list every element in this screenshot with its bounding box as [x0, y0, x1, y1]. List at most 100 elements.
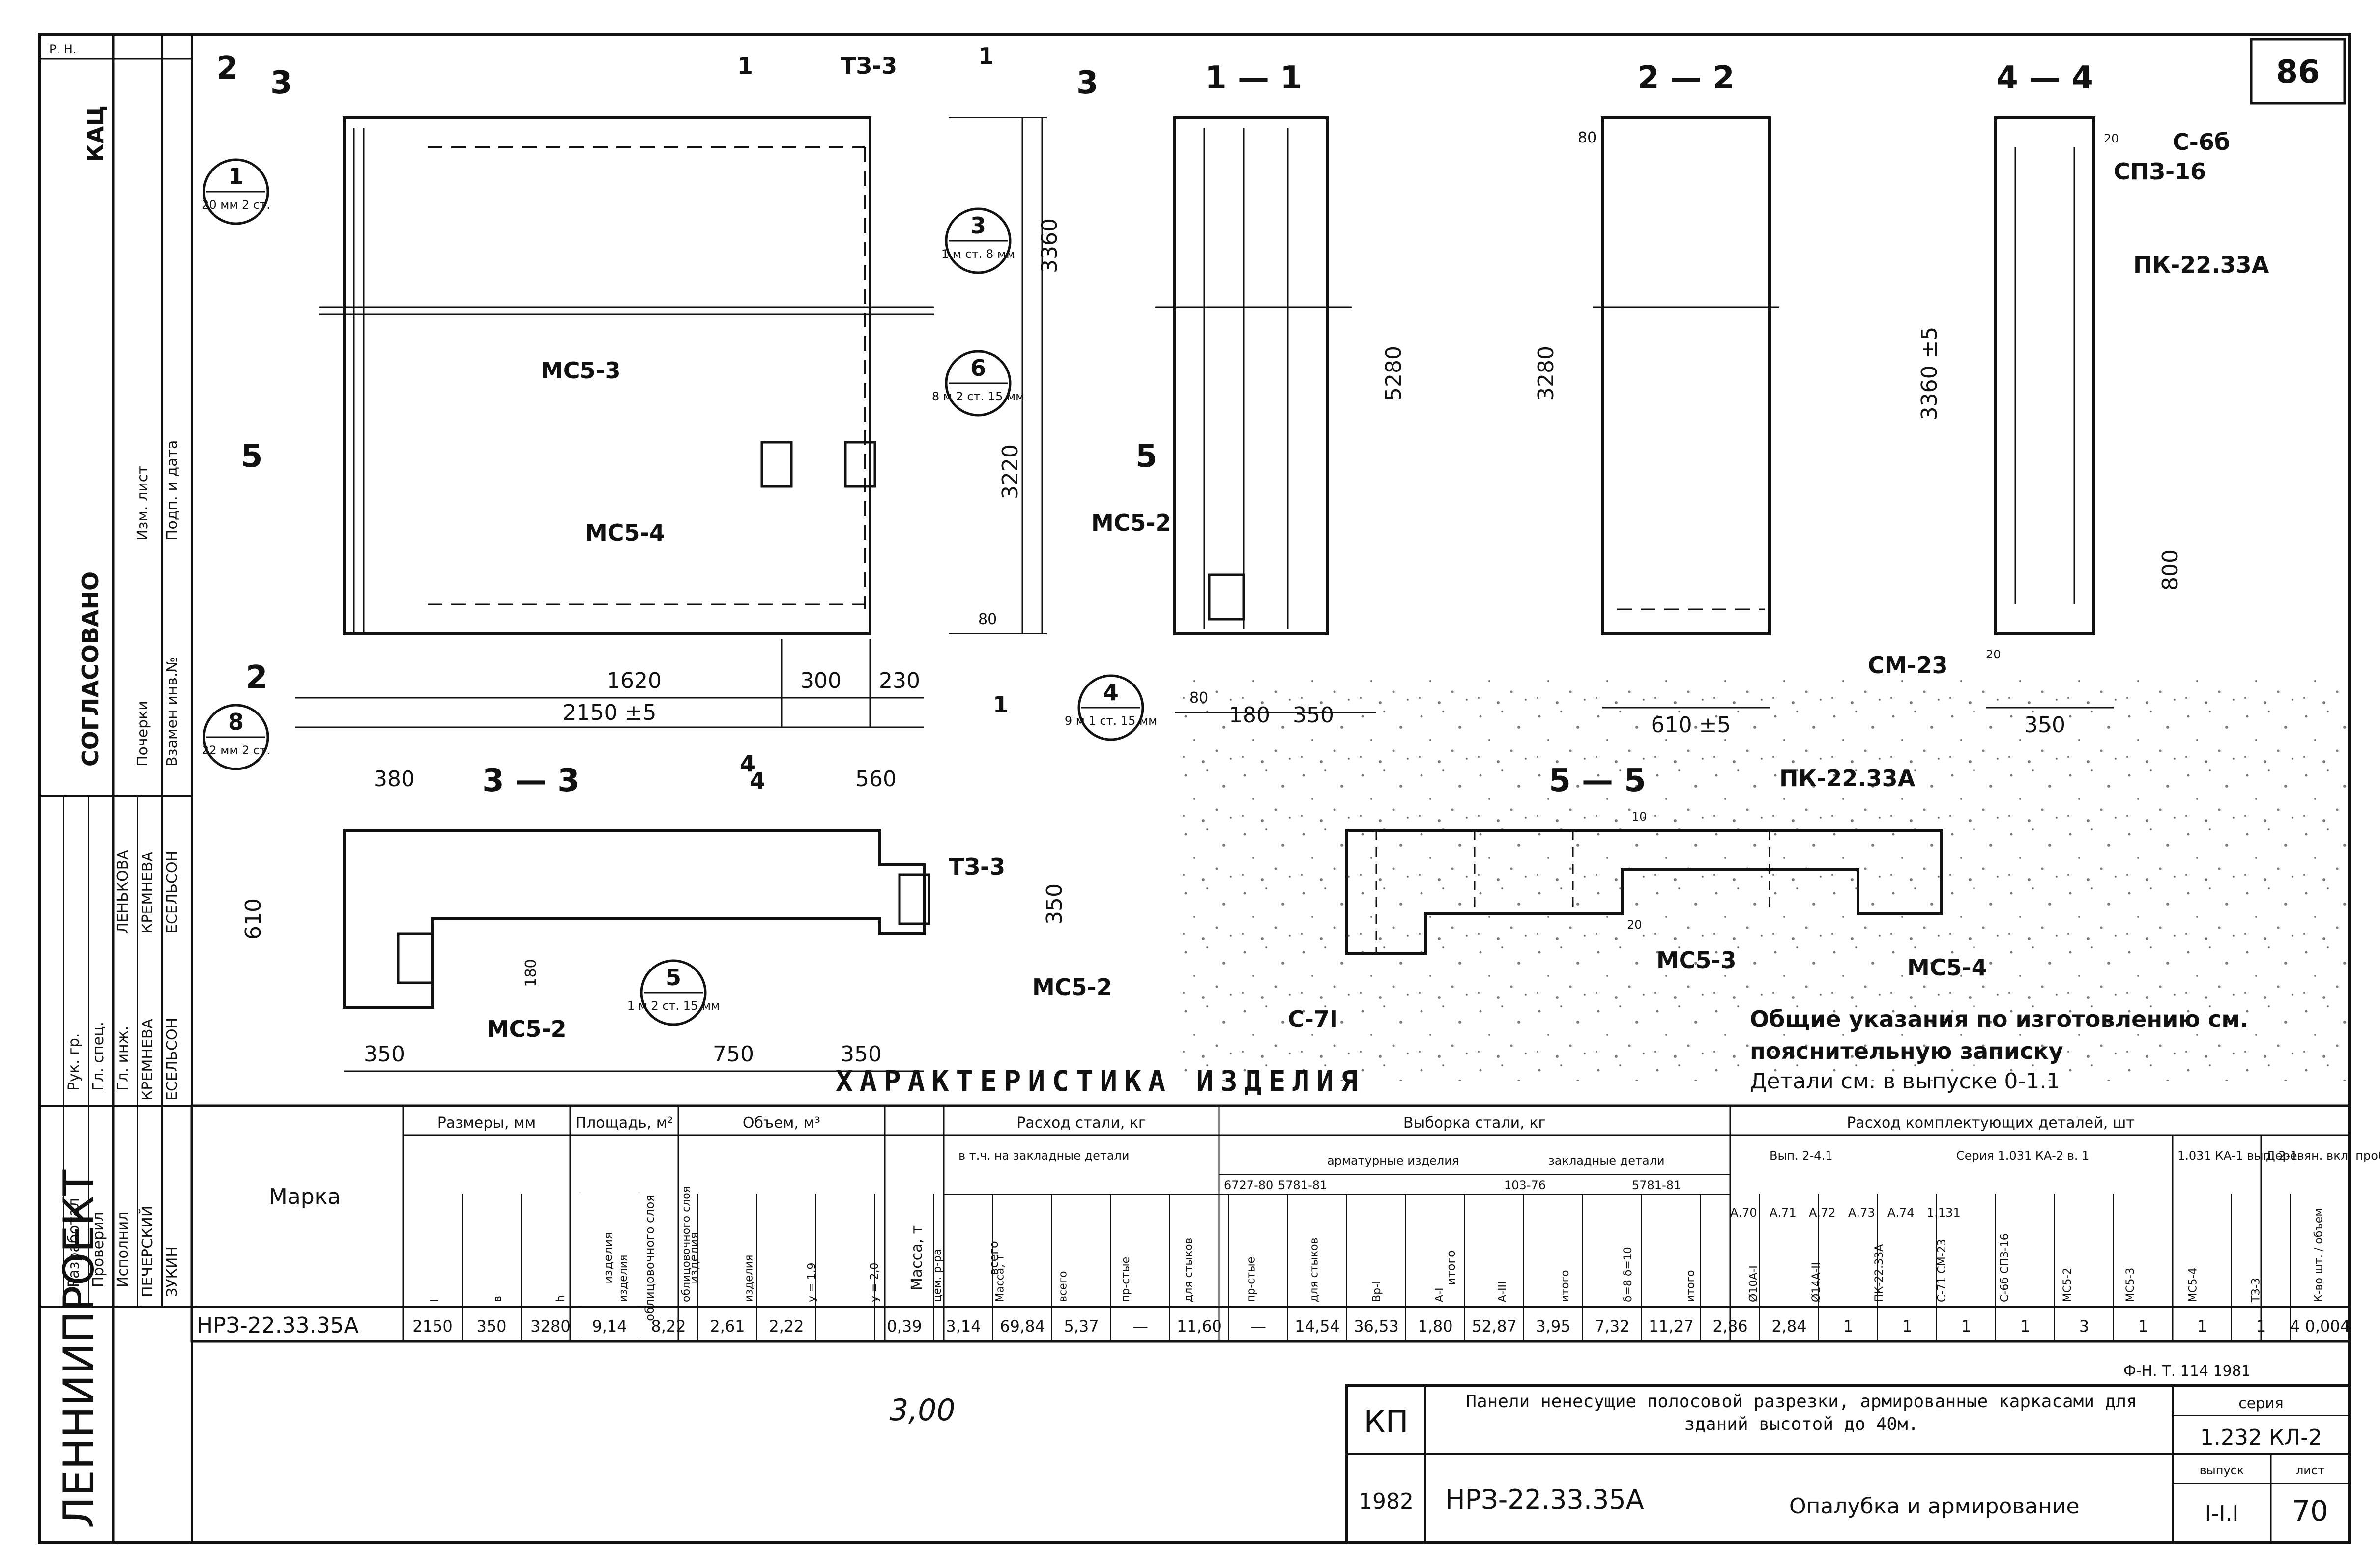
table-sub-series: Серия 1.031 КА-2 в. 1: [1956, 1149, 2089, 1163]
s44-label-pk2233a: ПК-22.33А: [2133, 252, 2269, 278]
front-label-t3-3: ТЗ-3: [841, 53, 897, 79]
title-text: Панели ненесущие полосовой разрезки, арм…: [1466, 1392, 2137, 1434]
s44-dim-20-bottom: 20: [1986, 648, 2001, 661]
section-4-4: [1986, 116, 2114, 709]
table-data-cell: —: [1132, 1317, 1148, 1336]
stray-pencil-mark: 3,00: [890, 1393, 956, 1427]
table-sub-vyp: Вып. 2-4.1: [1770, 1149, 1832, 1163]
table-data-cell: 1: [2256, 1317, 2266, 1336]
cut-4-bottom: 4: [740, 750, 755, 777]
table-header-cell: А-І: [1434, 1288, 1446, 1302]
svg-text:5: 5: [666, 964, 681, 991]
table-group-volume: Объем, м³: [743, 1114, 820, 1132]
table-header-cell: МС5-2: [2061, 1268, 2074, 1302]
table-data-cell: 1: [1961, 1317, 1971, 1336]
section-4-4-title: 4 — 4: [1996, 60, 2093, 96]
table-data-cell: 2,22: [769, 1317, 804, 1336]
title-block: [1345, 1384, 2351, 1544]
s22-dim-80: 80: [1578, 129, 1596, 146]
table-extra-mark-4: А.74: [1887, 1206, 1915, 1220]
s33-dim-380: 380: [374, 767, 415, 792]
table-data-cell: 36,53: [1354, 1317, 1399, 1336]
table-sub-embed-steel: в т.ч. на закладные детали: [958, 1149, 1129, 1163]
table-data-cell: 3280: [530, 1317, 570, 1336]
title-series-label: серия: [2238, 1395, 2284, 1412]
section-5-5: [1345, 829, 1943, 955]
table-header-cell: l: [429, 1299, 441, 1302]
svg-text:1: 1: [228, 163, 244, 190]
svg-text:1 м ст. 8 мм: 1 м ст. 8 мм: [941, 247, 1015, 261]
sheet-number-box: 86: [2250, 38, 2346, 105]
s33-label-mc5-2-left: МС5-2: [487, 1016, 567, 1042]
s44-label-c6b: С-6б: [2173, 129, 2230, 155]
table-header-cell: δ=8 δ=10: [1622, 1247, 1634, 1302]
callout-1: 1 20 мм 2 ст.: [202, 158, 270, 225]
table-header-cell: изделия: [743, 1255, 755, 1302]
table-header-cell: С-6б СПЗ-16: [1999, 1233, 2011, 1302]
s55-label-mc5-4: МС5-4: [1907, 954, 1987, 981]
svg-text:6: 6: [970, 355, 986, 381]
table-extra-mark-2: А.72: [1809, 1206, 1836, 1220]
title-sheet-label: лист: [2296, 1463, 2324, 1477]
strip-org: ЛЕННИИПРОЕКТ: [55, 1169, 104, 1528]
strip-role-1: Проверил: [90, 1212, 107, 1287]
s11-dim-180: 180: [1229, 703, 1270, 728]
table-gost-0: 6727-80: [1224, 1178, 1273, 1192]
strip-name-4: ЛЕНЬКОВА: [115, 850, 132, 934]
table-data-cell: 1: [2020, 1317, 2030, 1336]
callout-5: 5 1 м 2 ст. 15 мм: [627, 959, 720, 1026]
strip-name-2: КРЕМНЕВА: [139, 1019, 156, 1101]
section-2-2-title: 2 — 2: [1637, 60, 1735, 96]
table-sub-rebar: арматурные изделия: [1327, 1154, 1459, 1168]
front-dim-3220: 3220: [998, 444, 1023, 499]
table-sub-wood: Деревян. вкл. пробки: [2266, 1149, 2380, 1163]
strip-role-5: Гл. инж.: [115, 1026, 132, 1091]
strip-name-1: ЕСЕЛЬСОН: [164, 851, 181, 934]
table-header-cell: пр-стые: [1246, 1257, 1258, 1302]
callout-8: 8 22 мм 2 ст.: [202, 704, 270, 770]
table-data-cell: 4 0,004: [2290, 1317, 2350, 1336]
s44-label-cm23: СМ-23: [1868, 652, 1948, 679]
cut-2-top: 2: [216, 50, 238, 86]
s33-dim-610: 610: [241, 898, 266, 940]
s22-dim-610: 610 ±5: [1651, 712, 1731, 738]
strip-side-col-0: Почерки: [134, 701, 151, 767]
cut-1-top-b: 1: [978, 43, 994, 69]
strip-side-col-2: Взамен инв.№: [164, 657, 181, 767]
table-sub-area-facing: облицовочного слоя: [643, 1195, 657, 1321]
table-header-cell: пр-стые: [1120, 1257, 1132, 1302]
table-data-cell: 1: [2197, 1317, 2207, 1336]
cut-3-top: 3: [270, 65, 292, 101]
svg-text:8 м 2 ст. 15 мм: 8 м 2 ст. 15 мм: [932, 390, 1024, 403]
s11-dim-80: 80: [1190, 689, 1208, 707]
table-header-cell: облицовочного слоя: [680, 1186, 693, 1302]
table-sub-embed: закладные детали: [1548, 1154, 1665, 1168]
strip-name-3: ЕСЕЛЬСОН: [164, 1018, 181, 1101]
strip-role-0: Разработал: [65, 1198, 83, 1287]
s55-dim-20: 20: [1627, 918, 1642, 932]
title-subject: Опалубка и армирование: [1789, 1494, 2080, 1519]
table-header-cell: Ø10А-І: [1747, 1265, 1760, 1302]
s11-dim-350: 350: [1293, 703, 1334, 728]
table-data-cell: 1,80: [1418, 1317, 1452, 1336]
sheet-number: 86: [2276, 54, 2320, 90]
note-line-2: пояснительную записку: [1750, 1038, 2063, 1064]
s55-label-mc5-3: МС5-3: [1656, 947, 1737, 973]
strip-top-tag: Р. Н.: [49, 42, 76, 56]
table-header-cell: ПК-22.33А: [1873, 1244, 1886, 1302]
table-extra-mark-1: А.71: [1770, 1206, 1797, 1220]
title-text-wrap: Панели ненесущие полосовой разрезки, арм…: [1466, 1392, 2137, 1434]
section-1-1: [1155, 116, 1376, 713]
s33-dim-750: 750: [713, 1042, 754, 1067]
title-code: КП: [1364, 1404, 1409, 1440]
front-dim-2150: 2150 ±5: [563, 700, 657, 725]
table-data-cell: 52,87: [1472, 1317, 1517, 1336]
s44-dim-350: 350: [2024, 712, 2065, 738]
table-header-cell: МС5-3: [2124, 1268, 2137, 1302]
table-header-cell: С-71 СМ-23: [1936, 1239, 1948, 1302]
front-view: [295, 116, 1047, 728]
svg-text:4: 4: [1103, 679, 1119, 706]
table-extra-mark-3: А.73: [1848, 1206, 1875, 1220]
table-footnote: Ф-Н. Т. 114 1981: [2123, 1363, 2251, 1380]
